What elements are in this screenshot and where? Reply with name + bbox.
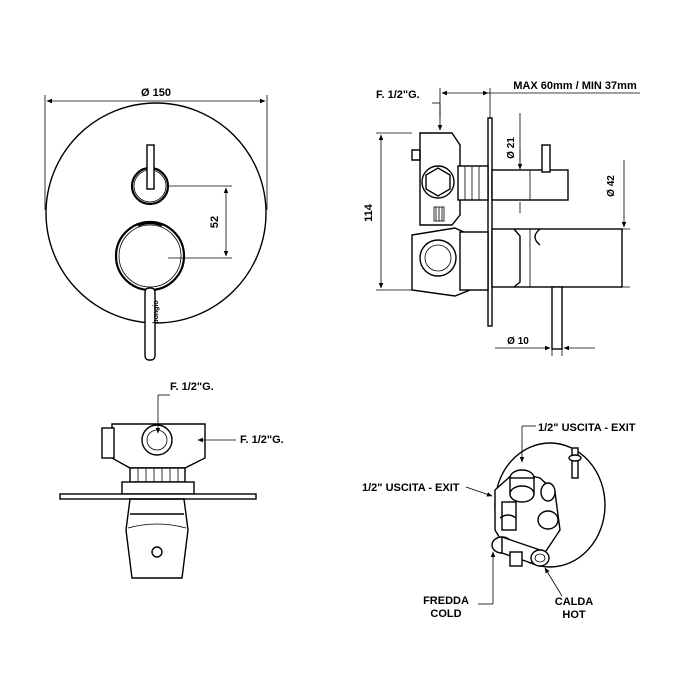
front-logo: bongio [153,300,160,323]
top-lever-end [151,546,163,558]
mixer-handle [114,220,186,292]
top-inlet [141,424,173,456]
front-diameter-label: Ø 150 [141,87,171,99]
top-valve-body [111,423,206,469]
top-side-thread-label: F. 1/2"G. [240,434,284,446]
side-diverter-lever [541,144,551,173]
side-height-label: 114 [363,203,375,222]
side-cover-plate [487,117,493,327]
front-view: Ø 150 bongio 52 [44,87,268,361]
top-cover-plate [59,493,257,500]
side-mixer-handle [491,228,623,288]
iso-exit-top-label: 1/2" USCITA - EXIT [538,422,636,434]
side-d42-label: Ø 42 [606,175,617,197]
iso-hot-leader [544,567,563,597]
side-view: MAX 60mm / MIN 37mm F. 1/2"G. [363,80,640,356]
front-height-label: 52 [209,216,221,228]
side-depth-label: MAX 60mm / MIN 37mm [513,80,637,92]
iso-view: 1/2" USCITA - EXIT 1/2" USCITA - EXIT FR… [362,422,636,621]
top-thread-label: F. 1/2"G. [170,381,214,393]
cover-plate [45,102,267,324]
side-mixer-lever [551,286,563,350]
top-view: F. 1/2"G. F. 1/2"G. [59,381,284,579]
iso-exit-left-label: 1/2" USCITA - EXIT [362,482,460,494]
side-lower-inlet [419,239,457,277]
iso-hot-label-it: CALDA [555,596,594,608]
side-d21-label: Ø 21 [506,137,517,159]
iso-cold-label-en: COLD [430,608,461,620]
side-valve-body [419,132,461,226]
mixer-lever [144,287,156,361]
side-d10-label: Ø 10 [507,336,529,347]
iso-exit-left-leader [465,486,493,497]
iso-hot-inlet [530,549,550,567]
diverter-lever [146,144,155,190]
side-thread-label: F. 1/2"G. [376,89,420,101]
iso-cold-label-it: FREDDA [423,595,469,607]
top-mixer-handle [125,498,189,579]
iso-hot-label-en: HOT [562,609,586,621]
